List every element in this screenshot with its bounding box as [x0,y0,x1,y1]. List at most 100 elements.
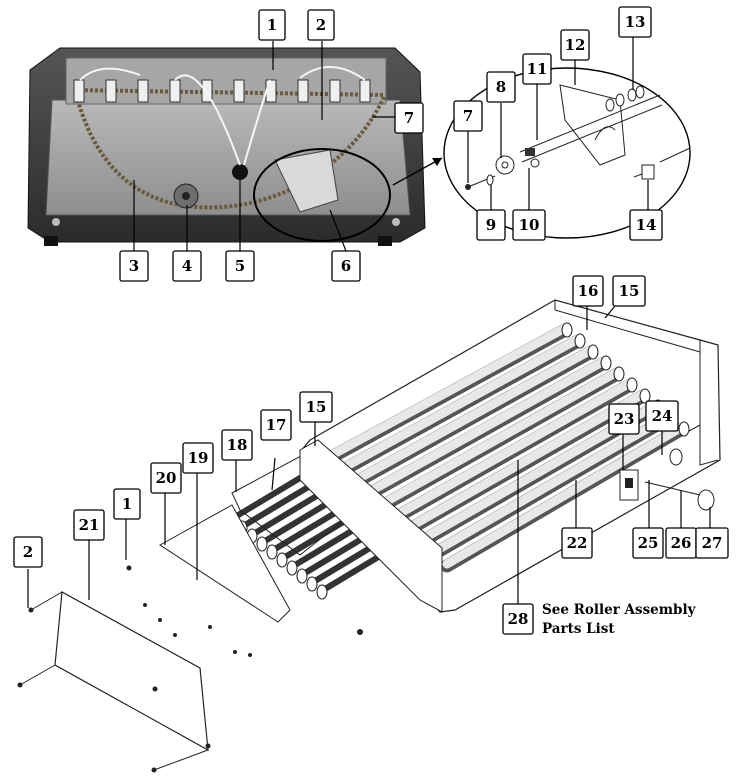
detail-pointer-arrow [392,157,443,186]
callout-box [299,391,333,423]
callout-12: 12 [560,29,590,61]
note-line-1: See Roller Assembly [542,602,697,618]
callout-box [73,509,105,541]
leader-lines [27,37,711,608]
callout-box [629,209,663,241]
callout-28: 28 [502,603,534,635]
roller-highlight [364,356,609,497]
callout-number: 14 [636,216,657,234]
callout-box [572,275,604,307]
callout-27: 27 [695,527,729,559]
callout-number: 1 [122,495,132,513]
callout-number: 7 [404,109,414,127]
callout-number: 7 [463,107,473,125]
callout-box [486,71,516,103]
roller-end-cap [678,421,690,437]
callout-number: 8 [496,78,506,96]
roller-bearing [286,560,298,576]
roller-highlight [390,378,635,521]
callout-box [119,250,149,282]
roller-highlight [338,334,583,473]
callout-number: 19 [188,449,209,467]
callout-14: 14 [629,209,663,241]
callout-number: 12 [565,36,586,54]
callout-2: 2 [307,9,335,41]
callout-box [512,209,546,241]
callout-number: 3 [129,257,139,275]
callout-1: 1 [258,9,286,41]
callout-number: 6 [341,257,351,275]
roller-shaft [227,475,303,523]
callout-box [113,488,141,520]
roller-highlight [429,411,674,557]
callout-2: 2 [13,536,43,568]
roller-highlight [442,422,687,569]
roller-bearing [296,568,308,584]
callout-25: 25 [632,527,664,559]
callout-box [258,9,286,41]
roller-bearing [316,584,328,600]
callout-box [645,400,679,432]
roller-shaft [257,499,333,547]
callout-15: 15 [612,275,646,307]
callout-23: 23 [608,403,640,435]
callout-number: 22 [567,534,588,552]
callout-box [561,527,593,559]
callout-18: 18 [221,429,253,461]
roller-shaft [287,523,363,571]
roller-bearing [276,552,288,568]
callout-24: 24 [645,400,679,432]
roller-bearing [266,544,278,560]
roller-end-cap [587,344,599,360]
callout-number: 2 [316,16,326,34]
callout-number: 20 [156,469,177,487]
note-line-2: Parts List [542,621,615,637]
callout-number: 15 [306,398,327,416]
callout-number: 9 [486,216,496,234]
roller-highlight [351,345,596,485]
roller-assembly-note: See Roller Assembly Parts List [542,602,697,637]
roller-highlight [325,323,570,461]
callout-box [221,429,253,461]
callout-16: 16 [572,275,604,307]
callout-number: 26 [671,534,692,552]
callout-box [260,409,292,441]
callout-number: 23 [614,410,635,428]
callout-10: 10 [512,209,546,241]
housing-photo [27,47,426,246]
callout-box [522,53,552,85]
callout-box [695,527,729,559]
roller-end-cap [639,388,651,404]
callout-box [331,250,361,282]
callout-box [618,6,652,38]
callout-22: 22 [561,527,593,559]
callout-number: 5 [235,257,245,275]
callout-13: 13 [618,6,652,38]
callout-number: 4 [182,257,192,275]
callout-5: 5 [225,250,255,282]
callout-number: 1 [267,16,277,34]
roller-highlight [403,389,648,533]
roller-bearing [256,536,268,552]
callout-number: 18 [227,436,248,454]
callout-9: 9 [476,209,506,241]
callout-4: 4 [172,250,202,282]
roller-end-cap [561,322,573,338]
callout-box [225,250,255,282]
callout-26: 26 [665,527,697,559]
callout-number: 24 [652,407,673,425]
callout-box [612,275,646,307]
callout-number: 10 [519,216,540,234]
callout-number: 16 [578,282,599,300]
callout-box [453,100,483,132]
callout-box [150,462,182,494]
callout-box [172,250,202,282]
roller-end-cap [626,377,638,393]
roller-grill-exploded [17,299,721,773]
callout-box [394,102,424,134]
callout-number: 28 [508,610,529,628]
callout-number: 13 [625,13,646,31]
callout-17: 17 [260,409,292,441]
